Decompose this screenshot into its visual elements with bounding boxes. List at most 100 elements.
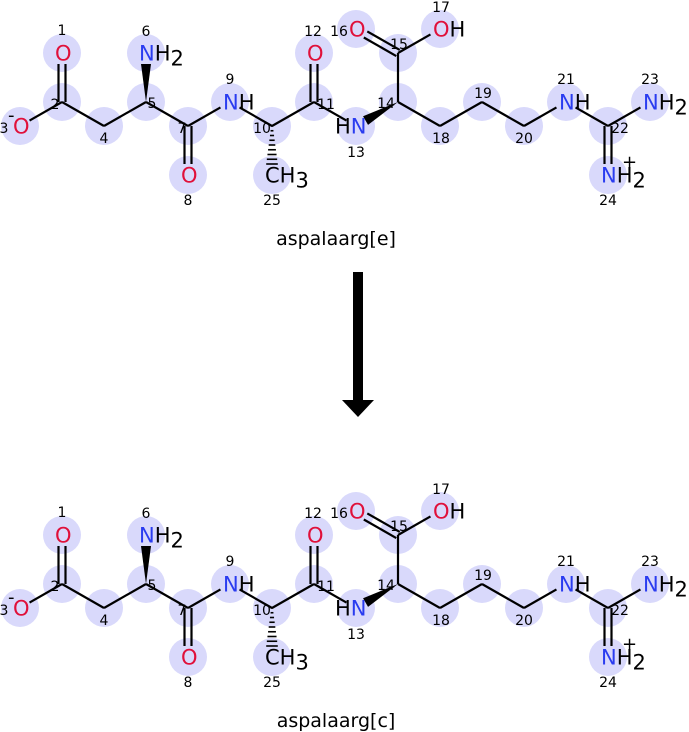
atom-symbol: O [13,597,30,621]
single-bond [607,106,641,127]
atom-highlight [421,492,459,530]
atom-number: 25 [263,193,281,209]
atom-number: 13 [347,627,365,643]
hash-bond [266,607,278,647]
atom-number: 7 [178,603,187,619]
atom-charge: - [8,105,15,126]
atom-number: 22 [611,603,629,619]
atom-number: 4 [100,613,109,629]
single-bond [397,515,431,536]
atom-number: 1 [58,23,67,39]
atom-number: 11 [317,97,335,113]
atom-number: 12 [304,24,322,40]
atom-highlight [253,638,291,676]
atom-symbol: O [13,115,30,139]
wedge-bond [363,584,398,607]
single-bond [145,101,189,127]
atom-number: 21 [557,554,575,570]
wedge-bond [363,102,398,125]
atom-number: 17 [432,0,450,16]
atom-highlight [169,638,207,676]
single-bond [103,583,147,609]
atom-number: 7 [178,121,187,137]
single-bond [61,583,105,609]
atom-symbol: NH2 [601,164,646,193]
atom-number: 21 [557,72,575,88]
atom-highlight [211,565,249,603]
double-bond [366,512,401,533]
atom-highlight [631,565,669,603]
single-bond [575,106,609,127]
single-bond [271,101,315,127]
atom-charge: + [622,152,637,173]
atom-number: 24 [599,675,617,691]
atom-highlight [631,83,669,121]
atom-symbol: NH2 [601,646,646,675]
atom-symbol: O [181,164,198,188]
wedge-bond [141,546,151,584]
atom-symbol: O [55,42,72,66]
atom-number: 8 [184,193,193,209]
atom-number: 22 [611,121,629,137]
atom-highlight [421,10,459,48]
atom-number: 18 [432,613,450,629]
single-bond [575,588,609,609]
single-bond [61,101,105,127]
atom-symbol: NH [559,573,591,597]
atom-highlight [127,34,165,72]
atom-number: 19 [474,568,492,584]
single-bond [481,101,525,127]
atom-highlight [1,589,39,627]
atom-number: 20 [515,613,533,629]
atom-highlight [589,156,627,194]
single-bond [439,101,483,127]
atom-number: 2 [51,97,60,113]
atom-number: 3 [0,121,8,137]
atom-number: 15 [390,37,408,53]
single-bond [397,583,441,609]
reactant-name: aspalaarg[e] [276,228,396,250]
single-bond [397,101,441,127]
atom-number: 14 [377,96,395,112]
single-bond [313,101,347,122]
single-bond [187,588,221,609]
atom-number: 16 [330,506,348,522]
atom-charge: + [622,634,637,655]
atom-number: 9 [226,554,235,570]
atom-number: 3 [0,603,8,619]
single-bond [313,583,347,604]
atom-symbol: NH [559,91,591,115]
atom-highlight [127,516,165,554]
double-bond [363,36,397,57]
atom-number: 5 [148,578,157,594]
atom-number: 12 [304,506,322,522]
atom-highlight [211,83,249,121]
atom-number: 6 [142,506,151,522]
atom-number: 5 [148,96,157,112]
atom-number: 4 [100,131,109,147]
atom-number: 10 [253,603,271,619]
product-name: aspalaarg[c] [277,710,396,732]
hash-bond [266,125,278,165]
single-bond [145,583,189,609]
atom-number: 20 [515,131,533,147]
atom-number: 9 [226,72,235,88]
atom-symbol: O [307,42,324,66]
atom-symbol: O [181,646,198,670]
atom-highlight [43,34,81,72]
atom-highlight [547,83,585,121]
atom-number: 2 [51,579,60,595]
atom-number: 6 [142,24,151,40]
atom-symbol: NH2 [643,573,688,602]
atom-number: 18 [432,131,450,147]
atom-charge: - [8,587,15,608]
atom-number: 8 [184,675,193,691]
single-bond [397,33,431,54]
atom-highlight [295,516,333,554]
single-bond [239,588,273,609]
atom-number: 11 [317,579,335,595]
atom-number: 25 [263,675,281,691]
double-bond [363,518,397,539]
